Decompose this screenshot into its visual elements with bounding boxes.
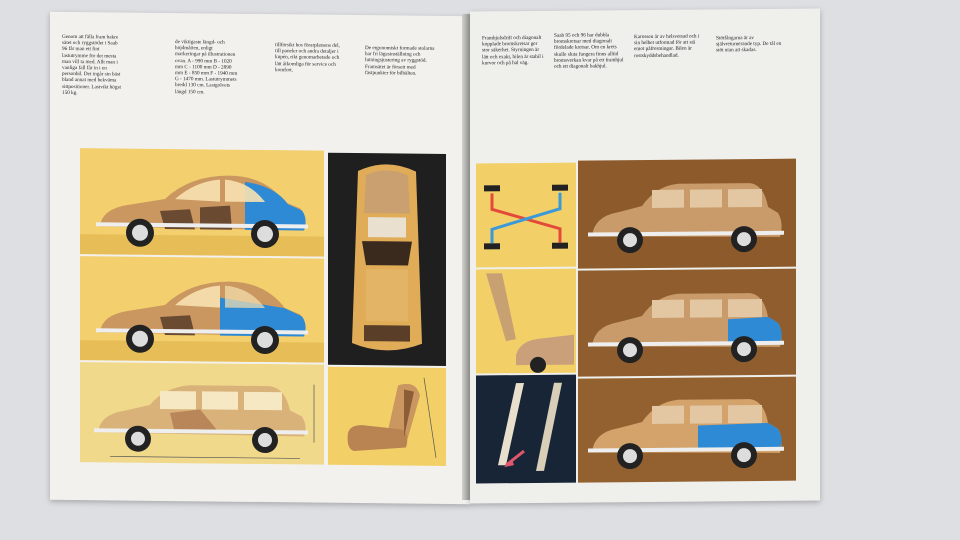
panel-sedan-rear [80,256,324,363]
left-text-col-4: De ergonomiskt formade stolarna har fri … [365,45,435,77]
sedan-illustration-1 [80,175,324,257]
panel-wagon-2 [578,268,796,377]
shock-absorber-illustration [498,382,562,471]
panel-wagon-dimensions [80,362,324,465]
right-page: Framhjulsdrift och diagonalt kopplade br… [470,8,820,504]
top-view-illustration [352,164,422,351]
panel-top-view [328,152,446,366]
brake-circuit-diagram [484,184,568,250]
panel-wagon-1 [578,158,796,269]
right-text-col-4: Stötfångarna är av självreturnerande typ… [716,35,782,54]
right-text-col-2: Saab 95 och 96 har dubbla bromskretsar m… [554,32,624,70]
panel-shock-absorber [476,374,576,484]
left-text-col-2: de viktigaste längd- och höjdmåtten, enl… [175,39,238,96]
panel-body-shell [476,268,576,374]
panel-brake-diagram [476,162,576,268]
left-page: Genom att fälla fram bakre sätet och ryg… [50,11,470,505]
sedan-illustration-2 [80,281,324,363]
body-shell-illustration [486,273,574,373]
wagon-dimension-illustration [94,384,315,459]
panel-wagon-3 [578,376,796,483]
left-text-col-1: Genom att fälla fram bakre sätet och ryg… [62,33,121,96]
wagon-illustration-2 [588,293,784,364]
right-text-col-3: Karossen är av helsvetsad och i sin helh… [634,33,700,59]
left-text-col-3: tillförsikt hos förarplatsens del, till … [275,42,340,74]
panel-seat [328,366,446,466]
wagon-illustration-1 [588,183,784,254]
panel-sedan-trunk [80,148,324,257]
seat-illustration [347,377,437,458]
wagon-illustration-3 [588,399,784,470]
right-text-col-1: Framhjulsdrift och diagonalt kopplade br… [482,34,544,67]
